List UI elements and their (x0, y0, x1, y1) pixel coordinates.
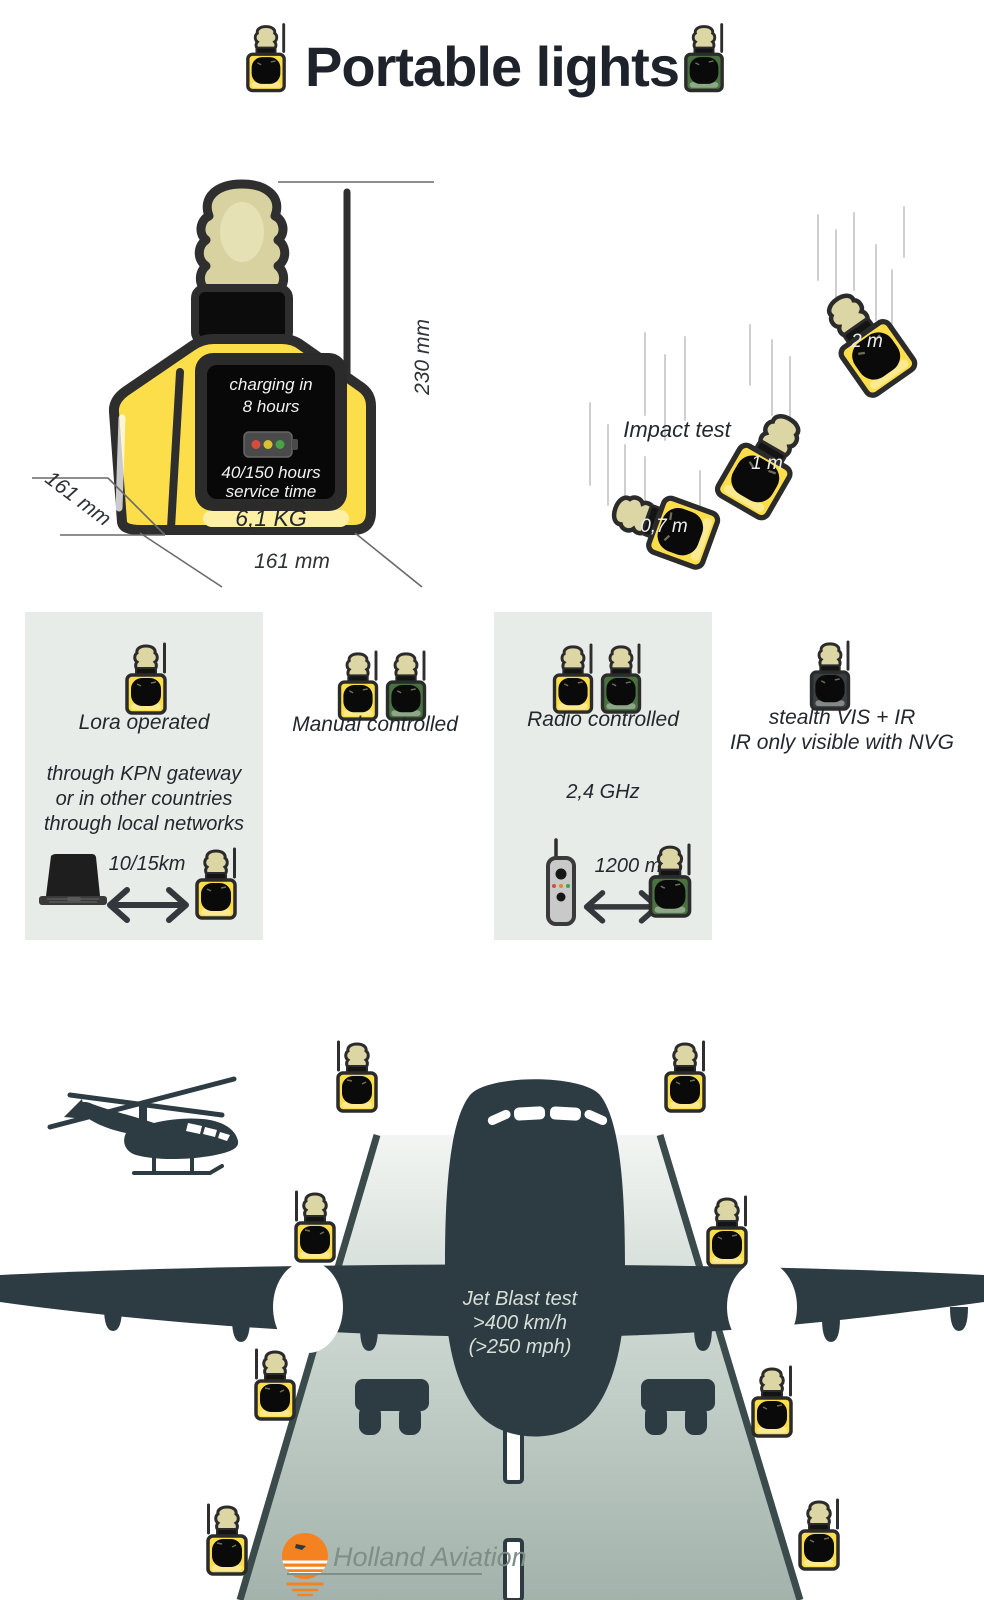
battery-indicator-icon (243, 431, 298, 458)
device-height-label: 230 mm (411, 319, 434, 396)
jet-blast-caption: Jet Blast test >400 km/h (>250 mph) (462, 1288, 579, 1358)
screen-line-1: charging in (229, 375, 312, 394)
lora-range-label: 10/15km (108, 853, 186, 875)
impact-test-figure: Impact test 2 m 1 m 0,7 m (589, 206, 980, 605)
brand-name: Holland Aviation (333, 1542, 527, 1572)
portable-light-icon (208, 1505, 246, 1574)
speed-lines (589, 206, 905, 526)
portable-light-green-icon (682, 22, 726, 98)
lora-description-line: or in other countries (55, 788, 233, 810)
radio-title: Radio controlled (527, 708, 679, 731)
portable-light-icon (753, 1367, 791, 1436)
stealth-panel: stealth VIS + IR IR only visible with NV… (712, 612, 972, 772)
laptop-icon (39, 854, 107, 905)
jet-blast-line-3: (>250 mph) (469, 1336, 572, 1358)
engine-left (273, 1261, 343, 1353)
portable-light-icon (666, 1042, 704, 1111)
falling-light-07m: 0,7 m (606, 481, 720, 569)
portable-light-icon (296, 1192, 334, 1261)
screen-line-3: 40/150 hours (221, 463, 321, 482)
airplane-silhouette: Jet Blast test >400 km/h (>250 mph) (0, 1079, 984, 1437)
device-weight-label: 6,1 KG (235, 505, 307, 531)
light-dome-icon (194, 179, 290, 295)
screen-line-4: service time (226, 482, 317, 501)
lora-description-line: through local networks (43, 813, 245, 835)
landing-gear (355, 1379, 715, 1435)
main-device-figure: 230 mm charging in 8 hours (32, 179, 434, 588)
portable-light-icon (193, 847, 239, 921)
portable-light-icon (708, 1197, 746, 1266)
portable-light-green-icon (646, 843, 694, 919)
lora-panel: Lora operated through KPN gateway or in … (25, 612, 263, 940)
stealth-line-1: stealth VIS + IR (768, 706, 916, 729)
jet-blast-line-2: >400 km/h (473, 1312, 567, 1334)
double-arrow-icon (107, 887, 189, 923)
portable-light-green-icon (598, 643, 644, 715)
dome-collar (191, 284, 293, 346)
portable-light-icon (800, 1500, 838, 1569)
manual-panel: Manual controlled (285, 612, 465, 772)
portable-light-icon (550, 643, 596, 715)
device-depth-label: 161 mm (41, 467, 115, 531)
drop-height-2m: 2 m (850, 331, 883, 352)
stealth-line-2: IR only visible with NVG (729, 731, 955, 754)
radio-frequency-label: 2,4 GHz (566, 781, 640, 803)
device-screen: charging in 8 hours 40/150 hours service… (195, 353, 347, 511)
remote-control-icon (546, 838, 576, 926)
falling-light-2m: 2 m (813, 283, 917, 398)
cockpit-windows (487, 1106, 608, 1126)
portable-light-icon (256, 1350, 294, 1419)
runway-scene: Jet Blast test >400 km/h (>250 mph) (0, 985, 984, 1600)
device-width-label: 161 mm (254, 550, 330, 573)
drop-height-1m: 1 m (751, 453, 783, 474)
manual-title: Manual controlled (292, 713, 458, 736)
page-title: Portable lights (305, 35, 680, 98)
lora-description: through KPN gateway or in other countrie… (25, 762, 263, 837)
portable-light-icon (338, 1042, 376, 1111)
screen-line-2: 8 hours (243, 397, 300, 416)
dimension-width: 161 mm (139, 532, 423, 588)
lora-title: Lora operated (78, 711, 210, 734)
jet-blast-line-1: Jet Blast test (462, 1288, 579, 1310)
stealth-light-icon (807, 640, 853, 712)
engine-right (727, 1261, 797, 1353)
radio-range-label: 1200 m (594, 855, 662, 877)
drop-height-07m: 0,7 m (640, 516, 688, 537)
radio-panel: Radio controlled 2,4 GHz 1200 m (494, 612, 712, 940)
helicopter-silhouette (47, 1076, 239, 1175)
falling-light-1m: 1 m (715, 405, 815, 521)
portable-light-icon (123, 642, 169, 716)
impact-test-label: Impact test (623, 417, 731, 442)
brand-logo: Holland Aviation (282, 1533, 527, 1597)
header: Portable lights (0, 0, 984, 120)
lora-description-line: through KPN gateway (46, 763, 242, 785)
